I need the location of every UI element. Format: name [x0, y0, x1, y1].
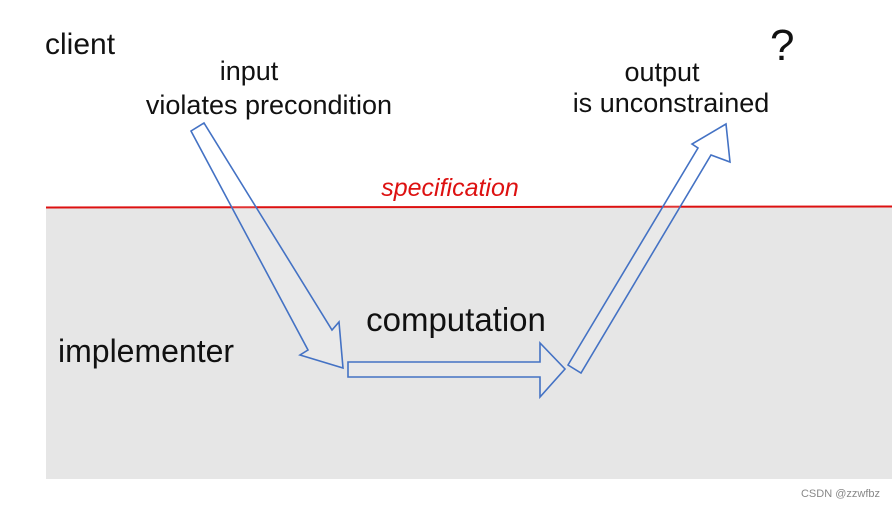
output-label: output [624, 57, 700, 87]
specification-line [45, 205, 893, 209]
computation-arrow [347, 341, 567, 400]
implementer-region [46, 207, 892, 479]
implementer-label: implementer [58, 333, 234, 369]
precondition-label: violates precondition [146, 90, 392, 120]
input-arrow [189, 121, 344, 370]
client-label: client [45, 28, 116, 61]
specification-label: specification [381, 174, 519, 202]
output-arrow [566, 122, 731, 375]
question-mark: ? [770, 21, 794, 70]
watermark: CSDN @zzwfbz [801, 488, 880, 500]
computation-label: computation [366, 301, 546, 338]
unconstrained-label: is unconstrained [573, 88, 770, 118]
input-label: input [220, 56, 279, 86]
